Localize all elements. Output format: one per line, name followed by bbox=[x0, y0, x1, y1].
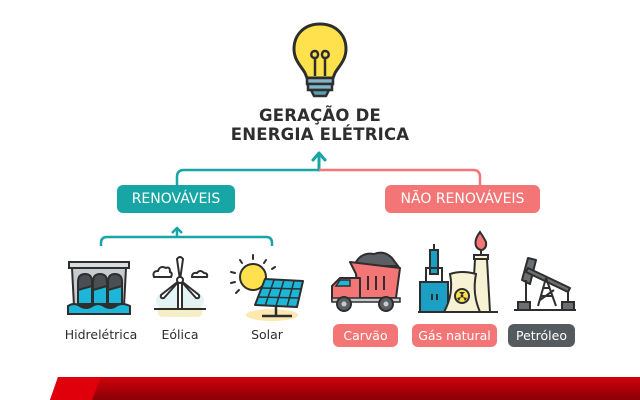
oil-pump-icon bbox=[514, 257, 576, 311]
natural-gas-badge: Gás natural bbox=[412, 324, 497, 347]
item-label-wind: Eólica bbox=[161, 327, 199, 342]
solar-panel-icon bbox=[230, 254, 304, 321]
lightbulb-icon bbox=[292, 22, 348, 98]
footer-red-bar bbox=[50, 377, 640, 400]
non-renewable-category-badge: NÃO RENOVÁVEIS bbox=[385, 185, 540, 213]
connector-lines bbox=[99, 151, 482, 246]
title-line-2: ENERGIA ELÉTRICA bbox=[230, 125, 410, 144]
wind-turbine-icon bbox=[152, 256, 209, 317]
renewable-category-badge: RENOVÁVEIS bbox=[117, 185, 235, 213]
coal-badge: Carvão bbox=[333, 324, 398, 347]
item-label-hydroelectric: Hidrelétrica bbox=[64, 327, 138, 342]
coal-truck-icon bbox=[331, 251, 401, 312]
hydroelectric-dam-icon bbox=[67, 261, 131, 315]
item-label-solar: Solar bbox=[251, 327, 283, 342]
title-line-1: GERAÇÃO DE bbox=[259, 106, 381, 125]
gas-plant-icon bbox=[418, 230, 498, 313]
oil-badge: Petróleo bbox=[508, 324, 575, 347]
